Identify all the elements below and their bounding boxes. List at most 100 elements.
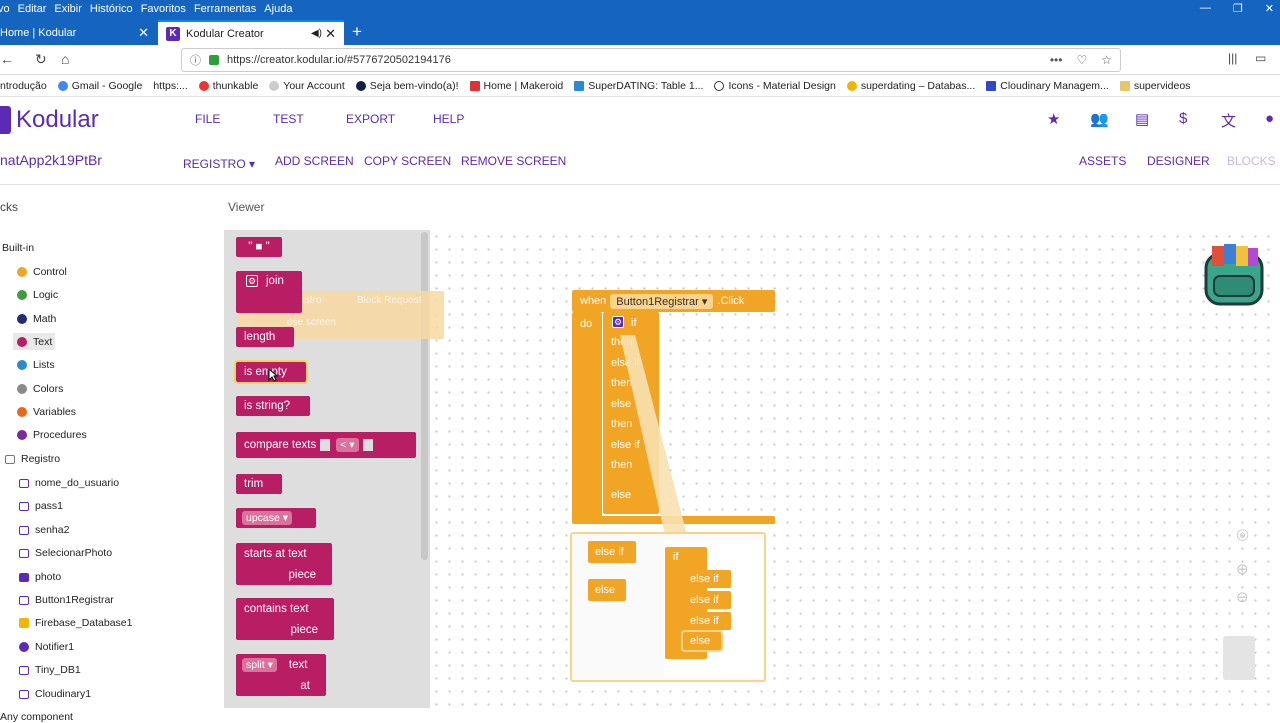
- gear-icon[interactable]: ⚙: [246, 275, 258, 287]
- designer-button[interactable]: DESIGNER: [1147, 154, 1210, 168]
- upcase-dropdown[interactable]: upcase ▾: [242, 511, 293, 525]
- menu-exibir[interactable]: Exibir: [54, 3, 82, 15]
- menu-file[interactable]: FILE: [195, 112, 221, 126]
- blocks-workspace[interactable]: [430, 230, 1280, 708]
- compare-operator-dropdown[interactable]: < ▾: [336, 438, 359, 452]
- add-screen-button[interactable]: ADD SCREEN: [275, 154, 354, 168]
- component-dropdown[interactable]: Button1Registrar ▾: [610, 293, 714, 309]
- mutator-else-if-item[interactable]: else if: [683, 591, 731, 609]
- mutator-gear-icon[interactable]: ⚙: [612, 316, 624, 328]
- back-icon[interactable]: ←: [0, 51, 14, 67]
- bookmark-gmail[interactable]: Gmail - Google: [57, 80, 142, 92]
- length-block[interactable]: length: [236, 327, 294, 347]
- blocks-button[interactable]: BLOCKS: [1227, 154, 1276, 168]
- star-icon[interactable]: ☆: [1101, 53, 1112, 67]
- people-icon[interactable]: 👥: [1090, 111, 1109, 128]
- screen-dropdown[interactable]: REGISTRO ▾: [183, 157, 256, 171]
- compare-texts-block[interactable]: compare texts < ▾: [236, 432, 416, 458]
- new-tab-icon[interactable]: +: [352, 22, 362, 41]
- mutator-else-if-item[interactable]: else if: [683, 570, 731, 588]
- tree-text[interactable]: Text: [13, 333, 55, 350]
- tree-component[interactable]: SelecionarPhoto: [19, 547, 112, 559]
- menu-ferramentas[interactable]: Ferramentas: [193, 3, 257, 15]
- sidebar-icon[interactable]: ▭: [1255, 51, 1267, 65]
- close-tab-icon[interactable]: ✕: [325, 25, 336, 41]
- speaker-icon[interactable]: ◀): [310, 28, 322, 39]
- tree-lists[interactable]: Lists: [17, 359, 55, 371]
- tree-component[interactable]: pass1: [19, 500, 63, 512]
- starts-at-block[interactable]: starts at text piece: [236, 543, 332, 585]
- tree-procedures[interactable]: Procedures: [17, 429, 87, 441]
- menu-ajuda[interactable]: Ajuda: [264, 3, 293, 15]
- tree-any-component[interactable]: Any component: [0, 711, 73, 723]
- pocket-icon[interactable]: ♡: [1076, 53, 1088, 67]
- bookmark-your-account[interactable]: Your Account: [269, 80, 345, 92]
- bookmark-seja[interactable]: Seja bem-vindo(a)!: [355, 80, 459, 92]
- reload-icon[interactable]: ↻: [35, 51, 47, 67]
- account-icon[interactable]: ●: [1265, 110, 1275, 127]
- flyout-scrollbar[interactable]: [421, 232, 428, 560]
- split-dropdown[interactable]: split ▾: [242, 658, 277, 672]
- bookmark-cloudinary[interactable]: Cloudinary Managem...: [986, 80, 1109, 92]
- library-icon[interactable]: |||: [1228, 51, 1238, 65]
- bookmark-superdating-db[interactable]: superdating – Databas...: [846, 80, 975, 92]
- menu-favoritos[interactable]: Favoritos: [140, 3, 186, 15]
- is-string-block[interactable]: is string?: [236, 396, 310, 416]
- bookmark-thunkable[interactable]: thunkable: [198, 80, 258, 92]
- tree-screen-registro[interactable]: Registro: [5, 453, 60, 465]
- mutator-else-item[interactable]: else: [683, 632, 721, 650]
- tree-component[interactable]: Firebase_Database1: [19, 617, 132, 629]
- recenter-icon[interactable]: ◎: [1236, 526, 1250, 543]
- tree-component[interactable]: photo: [19, 571, 61, 583]
- bookmark[interactable]: ntrodução: [0, 79, 47, 92]
- bookmark-makeroid[interactable]: Home | Makeroid: [469, 80, 563, 92]
- tree-math[interactable]: Math: [17, 313, 56, 325]
- join-block[interactable]: ⚙ join: [236, 271, 302, 313]
- assets-button[interactable]: ASSETS: [1079, 154, 1127, 168]
- upcase-block[interactable]: upcase ▾: [236, 508, 316, 528]
- tab-home-kodular[interactable]: Home | Kodular ✕: [0, 20, 157, 45]
- tree-component[interactable]: Cloudinary1: [19, 688, 91, 700]
- dollar-icon[interactable]: $: [1179, 110, 1188, 127]
- translate-icon[interactable]: 文: [1221, 113, 1237, 130]
- tree-control[interactable]: Control: [17, 266, 67, 278]
- trash-icon[interactable]: [1223, 636, 1255, 680]
- gallery-icon[interactable]: ★: [1047, 111, 1061, 128]
- close-tab-icon[interactable]: ✕: [138, 24, 149, 40]
- backpack-icon[interactable]: [1198, 240, 1270, 308]
- tab-kodular-creator[interactable]: K Kodular Creator ◀) ✕: [158, 20, 344, 45]
- minimize-icon[interactable]: —: [1199, 2, 1211, 14]
- tree-component[interactable]: Tiny_DB1: [19, 664, 81, 676]
- docs-icon[interactable]: ▤: [1135, 111, 1150, 128]
- bookmark-material-icons[interactable]: Icons - Material Design: [714, 80, 836, 92]
- tree-logic[interactable]: Logic: [17, 289, 58, 301]
- zoom-in-icon[interactable]: ⊕: [1236, 561, 1249, 578]
- tree-variables[interactable]: Variables: [17, 406, 76, 418]
- menu-help[interactable]: HELP: [433, 112, 465, 126]
- tree-colors[interactable]: Colors: [17, 383, 63, 395]
- copy-screen-button[interactable]: COPY SCREEN: [364, 154, 452, 168]
- remove-screen-button[interactable]: REMOVE SCREEN: [461, 154, 567, 168]
- menu-test[interactable]: TEST: [273, 112, 304, 126]
- menu-item[interactable]: vo: [0, 3, 10, 15]
- bookmark[interactable]: https:...: [153, 79, 188, 92]
- text-string-block[interactable]: " ■ ": [236, 237, 282, 257]
- tree-builtin[interactable]: Built-in: [2, 242, 35, 254]
- bookmark-supervideos[interactable]: supervideos: [1119, 80, 1190, 92]
- zoom-out-icon[interactable]: ⊖: [1236, 589, 1249, 606]
- home-icon[interactable]: ⌂: [61, 51, 70, 67]
- more-icon[interactable]: •••: [1049, 53, 1063, 67]
- split-block[interactable]: split ▾text at: [236, 654, 326, 696]
- bookmark-superdating[interactable]: SuperDATING: Table 1...: [574, 80, 703, 92]
- info-icon[interactable]: ⓘ: [190, 55, 201, 67]
- tree-component[interactable]: Notifier1: [19, 641, 74, 653]
- tree-component[interactable]: senha2: [19, 524, 69, 536]
- app-logo[interactable]: Kodular: [16, 106, 99, 133]
- close-window-icon[interactable]: ✕: [1264, 3, 1274, 15]
- mutator-else-block[interactable]: else: [588, 579, 626, 601]
- mutator-else-if-block[interactable]: else if: [588, 541, 636, 563]
- maximize-icon[interactable]: ❐: [1232, 3, 1243, 15]
- tree-component[interactable]: Button1Registrar: [19, 594, 114, 606]
- trim-block[interactable]: trim: [236, 474, 282, 494]
- menu-historico[interactable]: Histórico: [89, 3, 133, 15]
